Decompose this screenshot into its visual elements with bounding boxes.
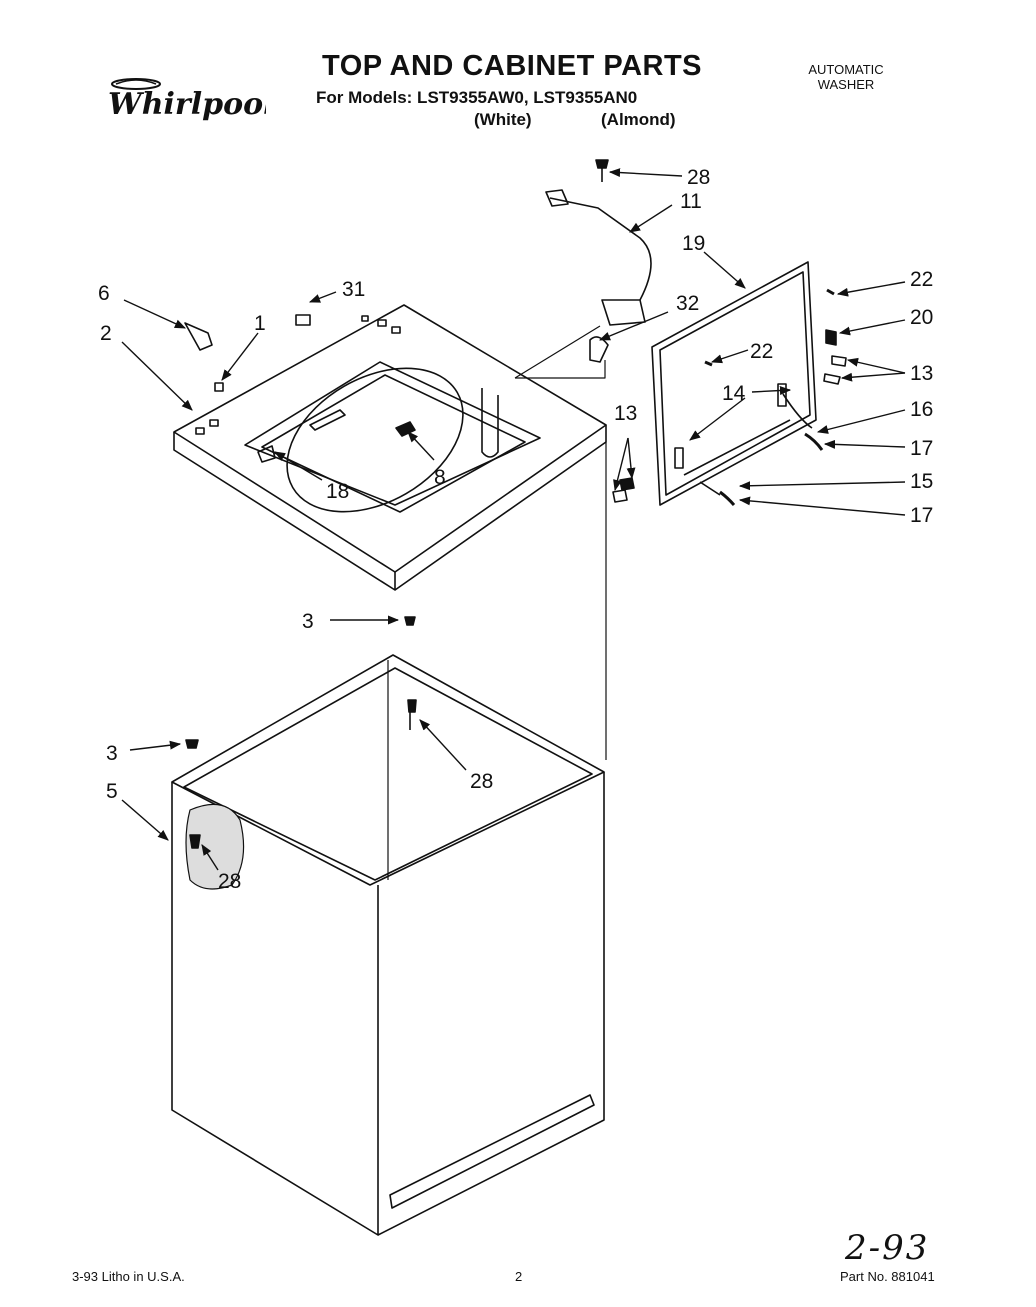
product-line-1: AUTOMATIC [808,62,884,77]
lid-assembly [651,261,817,506]
callout-20: 20 [910,306,933,329]
litho-note: 3-93 Litho in U.S.A. [72,1269,185,1284]
callout-28: 28 [218,870,241,893]
page-number: 2 [515,1269,523,1284]
callout-18: 18 [326,480,349,503]
callout-19: 19 [682,232,705,255]
callout-1: 1 [254,312,266,335]
color-white-label: (White) [474,110,532,129]
handwritten-date: 2-93 [845,1228,930,1268]
lid-switch-harness [545,189,652,326]
callout-8: 8 [434,466,446,489]
callout-22: 22 [750,340,773,363]
callout-17: 17 [910,504,933,527]
whirlpool-logo: Whirlpool [106,74,275,129]
callout-leaders [121,168,906,871]
hardware-fasteners [184,159,847,849]
callout-2: 2 [100,322,112,345]
product-type: AUTOMATIC WASHER [798,62,894,92]
part-number: Part No. 881041 [840,1269,935,1284]
callout-28: 28 [687,166,710,189]
callout-16: 16 [910,398,933,421]
callout-32: 32 [676,292,699,315]
washer-cabinet [171,654,605,1236]
color-almond-label: (Almond) [601,110,676,129]
callout-15: 15 [910,470,933,493]
product-line-2: WASHER [817,77,875,92]
callout-3: 3 [302,610,314,633]
washer-top-panel [173,304,607,591]
callout-5: 5 [106,780,118,803]
callout-3: 3 [106,742,118,765]
callout-17: 17 [910,437,933,460]
callout-13: 13 [910,362,933,385]
callout-13: 13 [614,402,637,425]
brand-wordmark: Whirlpool [108,87,266,122]
model-numbers: For Models: LST9355AW0, LST9355AN0 [316,88,638,107]
callout-11: 11 [680,190,702,213]
callout-14: 14 [722,382,746,405]
page-title: TOP AND CABINET PARTS [322,50,703,82]
callout-28: 28 [470,770,493,793]
callout-labels: 28 11 19 22 20 22 13 14 16 17 15 17 13 3… [98,166,933,893]
callout-31: 31 [342,278,365,301]
callout-22: 22 [910,268,933,291]
callout-6: 6 [98,282,110,305]
